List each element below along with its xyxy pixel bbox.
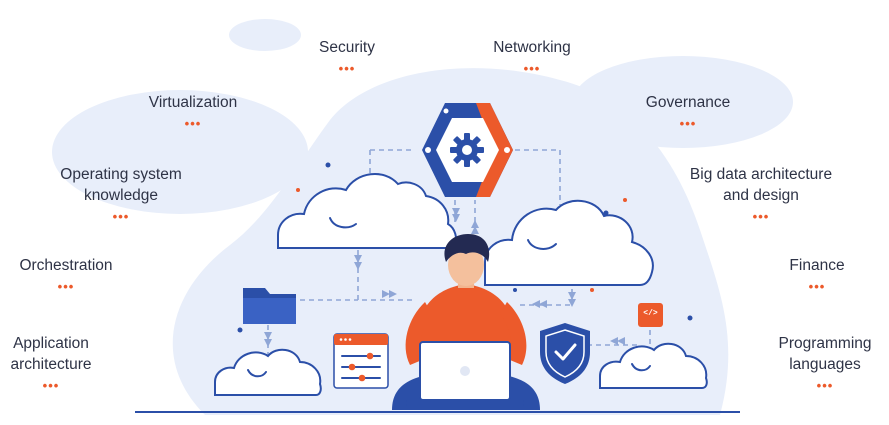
skill-governance-dots: •••	[679, 116, 697, 131]
arrow-down-3	[354, 255, 362, 263]
arrow-right-2	[389, 290, 397, 298]
skill-prog-dots: •••	[816, 378, 834, 393]
arrow-down-2	[452, 214, 460, 222]
skill-finance-text: Finance	[789, 257, 845, 274]
skill-os-line2: knowledge	[83, 187, 159, 204]
skill-security: Security •••	[297, 37, 397, 76]
cloud-small-right-icon	[599, 342, 708, 389]
skill-networking-text: Networking	[493, 39, 571, 56]
arrow-left-2	[539, 300, 547, 308]
flow-arrows	[264, 208, 625, 347]
skill-security-dots: •••	[338, 61, 356, 76]
background-blob-small	[229, 19, 301, 51]
skill-virtualization: Virtualization •••	[123, 92, 263, 131]
skill-apparch-dots: •••	[42, 378, 60, 393]
arrow-down-8	[264, 339, 272, 347]
skill-orchestration-text: Orchestration	[19, 257, 113, 274]
skill-apparch-line1: Application	[13, 335, 89, 352]
skill-finance-dots: •••	[808, 279, 826, 294]
arrow-left-3	[610, 337, 618, 345]
arrow-down-1	[452, 208, 460, 216]
code-icon	[638, 303, 663, 327]
skill-prog-line1: Programming	[778, 335, 872, 352]
arrow-down-5	[568, 292, 576, 300]
person-arm-right	[500, 302, 527, 365]
gear-icon	[450, 133, 484, 167]
skill-finance: Finance •••	[767, 255, 867, 294]
arrow-down-4	[354, 262, 362, 270]
skill-operating-system: Operating system knowledge •••	[40, 164, 202, 224]
skill-virtualization-dots: •••	[184, 116, 202, 131]
arrow-down-6	[568, 299, 576, 307]
skill-application-architecture: Application architecture •••	[0, 333, 102, 393]
settings-panel-icon	[333, 333, 389, 389]
arrow-left-4	[617, 337, 625, 345]
skill-big-data: Big data architecture and design •••	[668, 164, 854, 224]
skill-governance-text: Governance	[645, 94, 731, 111]
skill-orchestration-dots: •••	[57, 279, 75, 294]
skill-governance: Governance •••	[623, 92, 753, 131]
laptop-icon	[406, 341, 524, 406]
skill-prog-line2: languages	[789, 356, 861, 373]
cloud-left-icon	[277, 172, 458, 249]
arrow-up-1	[471, 220, 479, 228]
skill-virtualization-text: Virtualization	[148, 94, 238, 111]
person-arm-left	[405, 302, 432, 365]
skill-bigdata-line2: and design	[723, 187, 799, 204]
arrow-left-1	[532, 300, 540, 308]
skill-os-line1: Operating system	[60, 166, 182, 183]
cloud-small-left-icon	[214, 348, 322, 396]
skill-os-dots: •••	[112, 209, 130, 224]
shield-check-icon	[540, 323, 590, 384]
skill-bigdata-dots: •••	[752, 209, 770, 224]
skill-orchestration: Orchestration •••	[0, 255, 132, 294]
folder-icon	[243, 288, 296, 324]
cloud-right-icon	[484, 199, 654, 286]
skill-bigdata-line1: Big data architecture	[689, 166, 833, 183]
decorative-dots	[237, 162, 693, 333]
arrow-up-2	[471, 226, 479, 234]
person-hair	[444, 234, 490, 262]
skill-networking: Networking •••	[472, 37, 592, 76]
code-icon-label: </>	[643, 309, 658, 318]
person-head	[448, 244, 484, 286]
background-blob-left	[52, 90, 308, 214]
skill-apparch-line2: architecture	[10, 356, 92, 373]
skill-networking-dots: •••	[523, 61, 541, 76]
skill-security-text: Security	[319, 39, 375, 56]
arrow-down-7	[264, 332, 272, 340]
skill-programming-languages: Programming languages •••	[764, 333, 886, 393]
arrow-right-1	[382, 290, 390, 298]
